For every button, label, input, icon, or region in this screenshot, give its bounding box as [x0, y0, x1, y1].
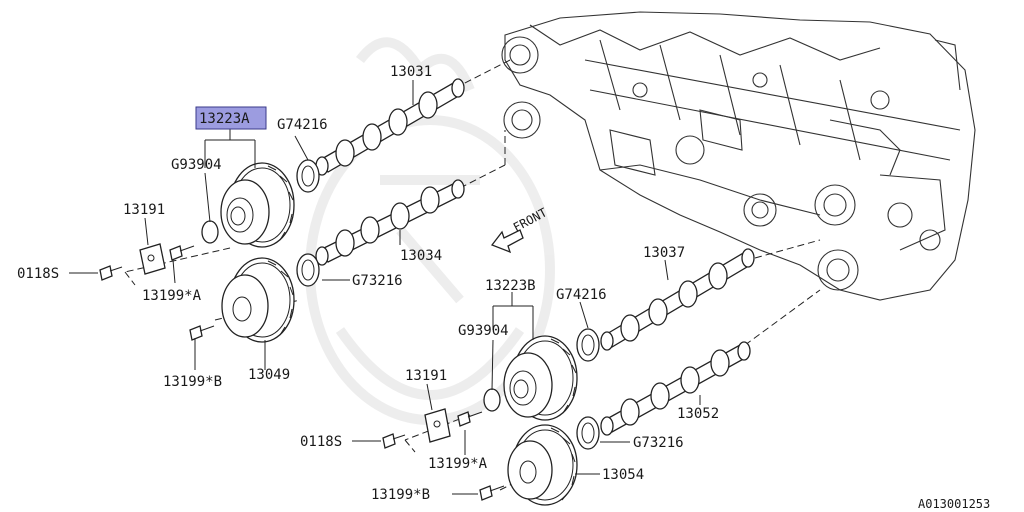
plates-13191: [139, 243, 451, 443]
callout-13054[interactable]: 13054: [602, 467, 644, 483]
variable-cam-sprocket-13223B: [503, 335, 578, 421]
cam-sprocket-13054: [507, 424, 578, 506]
callout-13223B[interactable]: 13223B: [485, 278, 536, 294]
oil-seals: [296, 159, 600, 450]
camshaft-13034: [315, 179, 465, 266]
callout-0118S-bot[interactable]: 0118S: [300, 434, 342, 450]
figure-id: A013001253: [918, 497, 990, 511]
camshaft-13031: [315, 78, 465, 176]
callout-13223A[interactable]: 13223A: [199, 111, 250, 127]
o-rings: [201, 220, 501, 412]
callout-13031[interactable]: 13031: [390, 64, 432, 80]
callout-g73216-top[interactable]: G73216: [352, 273, 403, 289]
callout-13191-top[interactable]: 13191: [123, 202, 165, 218]
callout-13199A-bot[interactable]: 13199*A: [428, 456, 488, 472]
callout-13034[interactable]: 13034: [400, 248, 442, 264]
callout-13052[interactable]: 13052: [677, 406, 719, 422]
callout-13037[interactable]: 13037: [643, 245, 685, 261]
callout-13191-bot[interactable]: 13191: [405, 368, 447, 384]
cylinder-head-illustration: [501, 11, 976, 301]
callout-g73216-bot[interactable]: G73216: [633, 435, 684, 451]
cam-sprocket-13049: [221, 257, 295, 343]
callout-13199A-top[interactable]: 13199*A: [142, 288, 202, 304]
camshaft-13052: [600, 341, 751, 436]
highlight-13223A: [195, 106, 267, 130]
variable-cam-sprocket-13223A: [220, 162, 295, 248]
bolts: [99, 245, 505, 501]
callout-g93904-bot[interactable]: G93904: [458, 323, 509, 339]
camshaft-13037: [600, 248, 755, 351]
part-callouts: 13223A G74216 G93904 13031 13191 0118S 1…: [17, 64, 719, 503]
leader-lines: [69, 80, 701, 495]
callout-13199B-top[interactable]: 13199*B: [163, 374, 222, 390]
callout-g93904-top[interactable]: G93904: [171, 157, 222, 173]
callout-0118S-top[interactable]: 0118S: [17, 266, 59, 282]
callout-g74216-top[interactable]: G74216: [277, 117, 328, 133]
callout-13049[interactable]: 13049: [248, 367, 290, 383]
callout-g74216-bot[interactable]: G74216: [556, 287, 607, 303]
callout-13199B-bot[interactable]: 13199*B: [371, 487, 430, 503]
